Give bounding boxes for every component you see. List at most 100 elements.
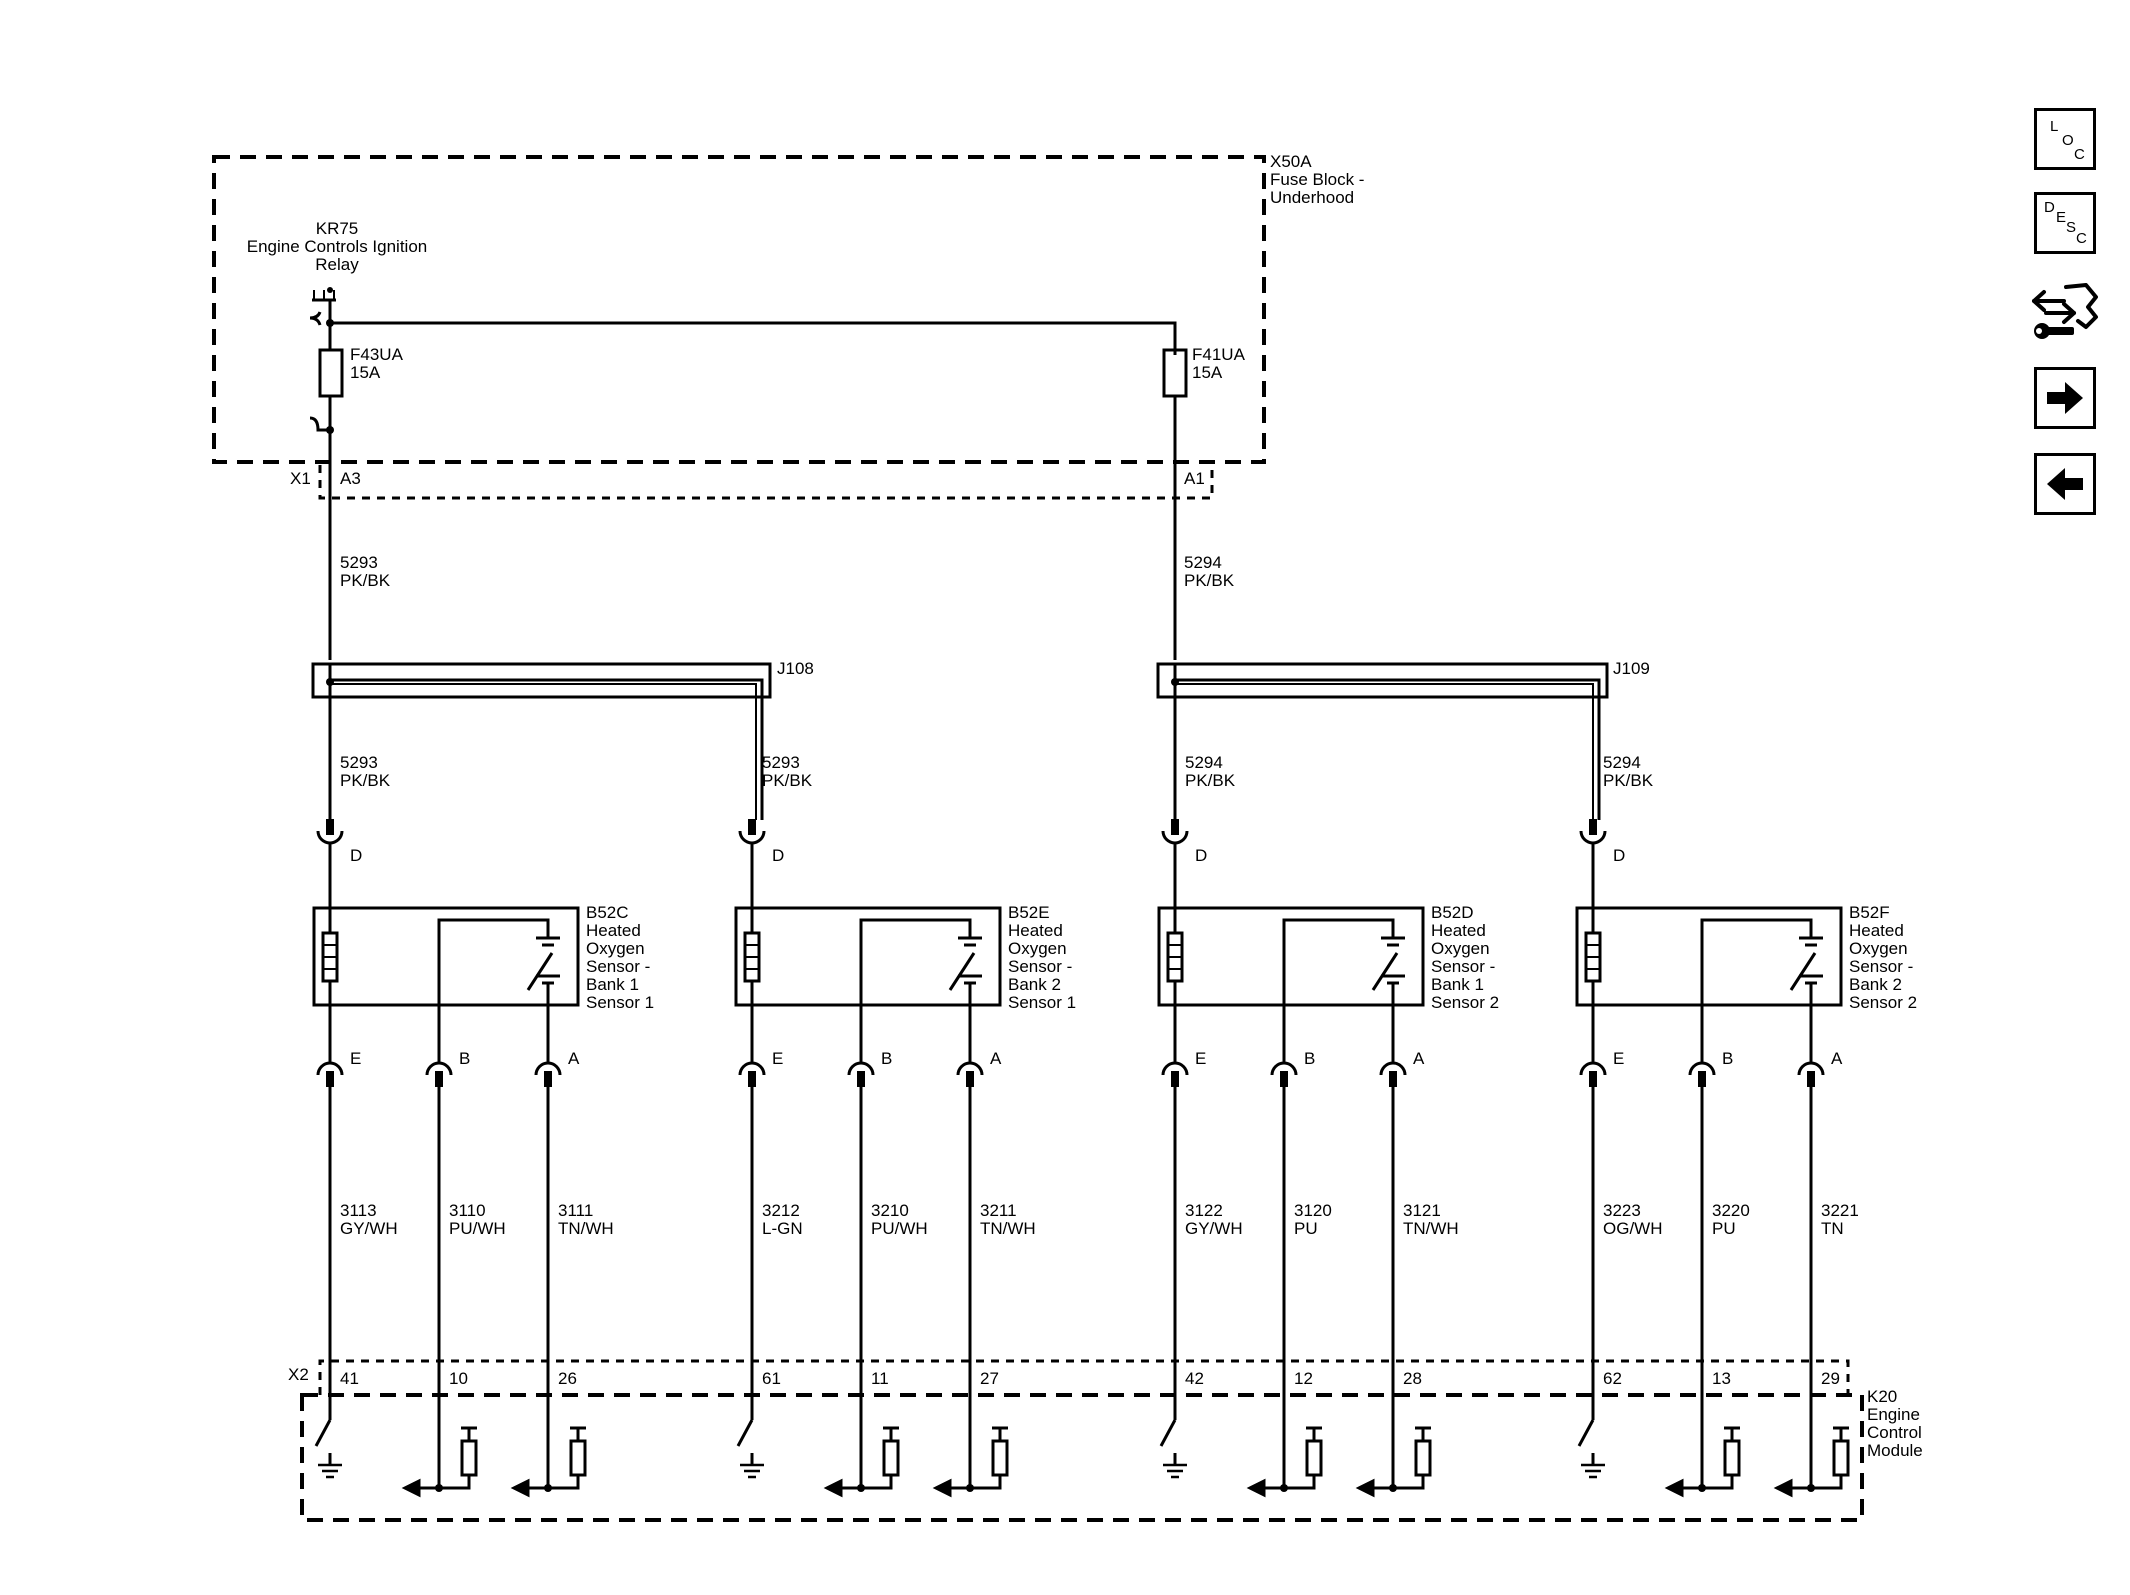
x1-pin-a1: A1 <box>1184 469 1205 488</box>
sensor-1-wire-2-circuit: 3110 <box>449 1201 486 1220</box>
ecm-outline <box>300 1393 1864 1522</box>
branch-wire-3-circuit: 5294 <box>1185 753 1223 772</box>
supply-wire-1-color: PK/BK <box>340 571 391 590</box>
ecm-resistor-4-a <box>1832 1439 1850 1477</box>
sensor-1-pin-B: B <box>459 1049 470 1068</box>
desc-button[interactable]: D E S C <box>2034 192 2096 254</box>
branch-wire-2-color: PK/BK <box>762 771 813 790</box>
next-page-button[interactable] <box>2034 367 2096 429</box>
sensor-2-wire-2-circuit: 3210 <box>871 1201 909 1220</box>
sensor-3-name-5: Sensor 2 <box>1431 993 1499 1012</box>
x2-connector-shell <box>318 1359 1850 1395</box>
sensor-3-terminal-A <box>1379 1061 1407 1076</box>
sensor-2-wire-1-circuit: 3212 <box>762 1201 800 1220</box>
sensor-3-cell <box>1381 936 1405 947</box>
fuse-f43ua <box>318 348 344 398</box>
sensor-2-wire-3-color: TN/WH <box>980 1219 1036 1238</box>
ecm-pin-62: 62 <box>1603 1369 1622 1388</box>
sensor-1-name-5: Sensor 1 <box>586 993 654 1012</box>
sensor-4-name-1: Heated <box>1849 921 1904 940</box>
loc-letter-1: L <box>2050 118 2059 135</box>
fuse-f43ua-rating: 15A <box>350 363 381 382</box>
desc-letter-1: D <box>2044 199 2055 216</box>
sensor-4-name-5: Sensor 2 <box>1849 993 1917 1012</box>
sensor-1-name-4: Bank 1 <box>586 975 639 994</box>
ecm-name-1: Engine <box>1867 1405 1920 1424</box>
supply-wire-2-color: PK/BK <box>1184 571 1235 590</box>
relay-bus-wire <box>330 321 1177 355</box>
ecm-pin-29: 29 <box>1821 1369 1840 1388</box>
sensor-2-name-2: Oxygen <box>1008 939 1067 958</box>
sensor-3-name-3: Sensor - <box>1431 957 1495 976</box>
ecm-resistor-4-b <box>1723 1439 1741 1477</box>
sensor-1-terminal-A <box>534 1061 562 1076</box>
ecm-pin-26: 26 <box>558 1369 577 1388</box>
sensor-2-name-5: Sensor 1 <box>1008 993 1076 1012</box>
sensor-2-pin-A: A <box>990 1049 1002 1068</box>
sensor-1-pin-d: D <box>350 846 362 865</box>
ecm-switch-4-ground-icon <box>1581 1463 1605 1479</box>
sensor-3-box <box>1157 906 1425 1007</box>
sensor-4-terminal-E <box>1579 1061 1607 1076</box>
sensor-4-pin-d: D <box>1613 846 1625 865</box>
loc-letter-2: O <box>2062 132 2074 149</box>
sensor-3-pin-d: D <box>1195 846 1207 865</box>
ecm-pin-28: 28 <box>1403 1369 1422 1388</box>
sensor-1-pin-A: A <box>568 1049 580 1068</box>
sensor-3-name-1: Heated <box>1431 921 1486 940</box>
branch-wire-3-color: PK/BK <box>1185 771 1236 790</box>
sensor-1-terminal-E <box>316 1061 344 1076</box>
sensor-1-name-2: Oxygen <box>586 939 645 958</box>
ecm-switch-4 <box>1577 1419 1595 1447</box>
sensor-2-pin-d: D <box>772 846 784 865</box>
ecm-pin-12: 12 <box>1294 1369 1313 1388</box>
ecm-resistor-2-a <box>991 1439 1009 1477</box>
prev-page-button[interactable] <box>2034 453 2096 515</box>
ecm-id: K20 <box>1867 1387 1897 1406</box>
sensor-2-pin-E: E <box>772 1049 783 1068</box>
sensor-2-id: B52E <box>1008 903 1050 922</box>
x1-connector-shell <box>318 465 1214 500</box>
sensor-3-wire-2-circuit: 3120 <box>1294 1201 1332 1220</box>
sensor-4-box <box>1575 906 1843 1007</box>
sensor-3-pin-E: E <box>1195 1049 1206 1068</box>
sensor-4-pin-A: A <box>1831 1049 1843 1068</box>
sensor-3-terminal-E <box>1161 1061 1189 1076</box>
ecm-pin-61: 61 <box>762 1369 781 1388</box>
x1-connector-id: X1 <box>290 469 311 488</box>
fuse-block-outline <box>212 155 1266 464</box>
branch-wire-1-color: PK/BK <box>340 771 391 790</box>
sensor-4-terminal-A <box>1797 1061 1825 1076</box>
supply-wire-2-circuit: 5294 <box>1184 553 1222 572</box>
sensor-2-name-3: Sensor - <box>1008 957 1072 976</box>
ecm-switch-1-ground-icon <box>318 1463 342 1479</box>
sensor-2-wire-2-color: PU/WH <box>871 1219 928 1238</box>
sensor-2-name-1: Heated <box>1008 921 1063 940</box>
connector-wrench-icon[interactable] <box>2030 275 2102 347</box>
sensor-4-name-3: Sensor - <box>1849 957 1913 976</box>
relay-name-1: Engine Controls Ignition <box>247 237 428 256</box>
relay-name-2: Relay <box>315 255 359 274</box>
sensor-2-wire-1-color: L-GN <box>762 1219 803 1238</box>
branch-wire-4-color: PK/BK <box>1603 771 1654 790</box>
fuse-f43ua-id: F43UA <box>350 345 404 364</box>
branch-wire-2-circuit: 5293 <box>762 753 800 772</box>
ecm-name-3: Module <box>1867 1441 1923 1460</box>
relay-id: KR75 <box>316 219 359 238</box>
ecm-resistor-3-b <box>1305 1439 1323 1477</box>
splice-j109 <box>1156 662 1609 699</box>
branch-wire-1-circuit: 5293 <box>340 753 378 772</box>
ecm-resistor-2-b <box>882 1439 900 1477</box>
sensor-2-box <box>734 906 1002 1007</box>
loc-button[interactable]: L O C <box>2034 108 2096 170</box>
ecm-switch-2 <box>736 1419 754 1447</box>
sensor-2-cell <box>958 936 982 947</box>
fuse-block-id: X50A <box>1270 152 1312 171</box>
relay-contact-symbol <box>309 287 336 327</box>
sensor-3-wire-3-circuit: 3121 <box>1403 1201 1441 1220</box>
sensor-1-name-1: Heated <box>586 921 641 940</box>
fuse-block-name-2: Underhood <box>1270 188 1354 207</box>
sensor-2-pin-B: B <box>881 1049 892 1068</box>
ecm-switch-3-ground-icon <box>1163 1463 1187 1479</box>
